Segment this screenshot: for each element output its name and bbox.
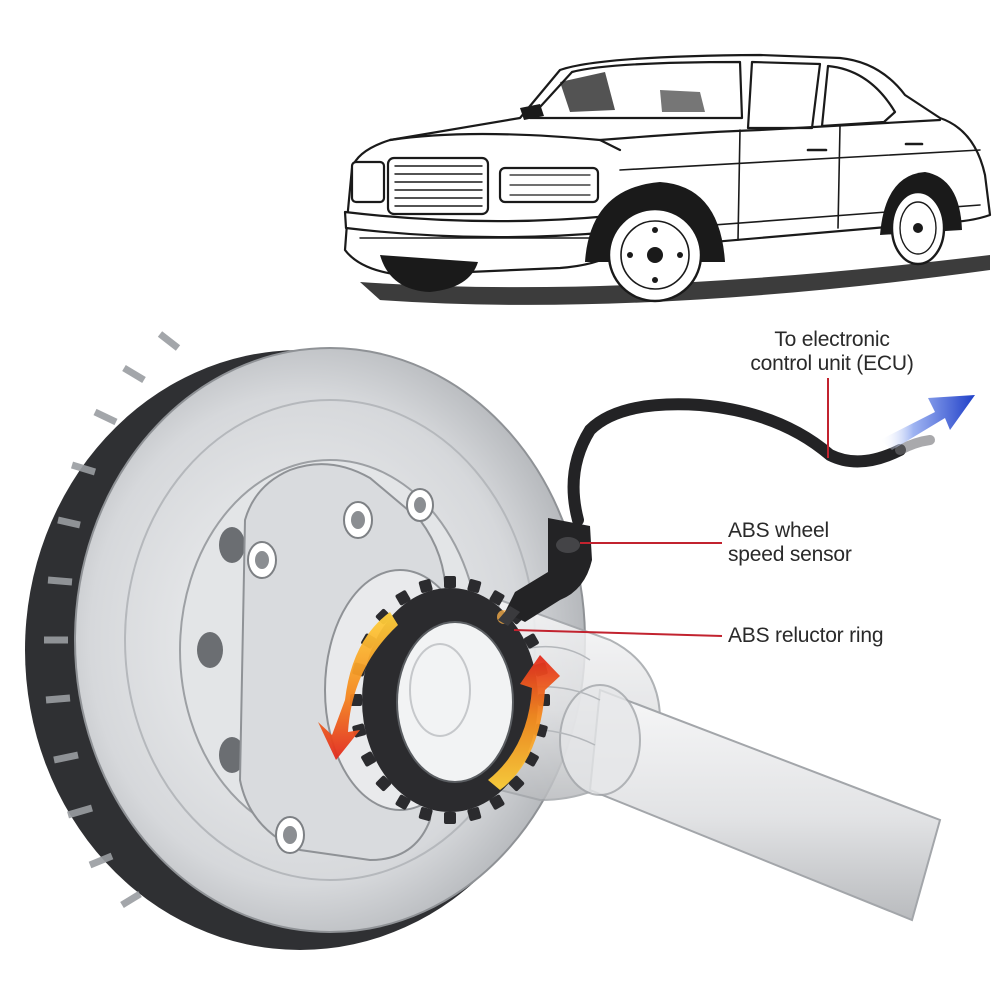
abs-reluctor-ring — [350, 576, 550, 824]
reluctor-tooth — [395, 794, 411, 810]
reluctor-tooth — [418, 807, 433, 821]
direction-arrow-icon — [880, 395, 975, 450]
car-illustration — [343, 53, 992, 305]
label-reluctor-ring: ABS reluctor ring — [728, 624, 884, 648]
reluctor-tooth — [489, 590, 505, 606]
label-ecu-line-2: control unit (ECU) — [750, 352, 914, 375]
label-leader-lines — [513, 378, 829, 637]
reluctor-tooth — [444, 812, 456, 824]
label-sensor-line-1: ABS wheel — [728, 519, 829, 542]
reluctor-tooth — [467, 579, 482, 593]
abs-wheel-speed-sensor — [498, 398, 935, 626]
label-sensor-line-2: speed sensor — [728, 543, 852, 566]
label-ecu: To electronic control unit (ECU) — [744, 328, 920, 376]
reluctor-tooth — [508, 775, 525, 792]
reluctor-tooth — [467, 807, 482, 821]
leader-ring — [513, 629, 723, 637]
reluctor-tooth — [361, 751, 377, 767]
reluctor-tooth — [444, 576, 456, 588]
reluctor-tooth — [418, 579, 433, 593]
label-ring-text: ABS reluctor ring — [728, 624, 884, 647]
reluctor-tooth — [375, 775, 392, 792]
label-sensor: ABS wheel speed sensor — [728, 519, 852, 567]
reluctor-tooth — [523, 633, 539, 649]
label-ecu-line-1: To electronic — [774, 328, 890, 351]
reluctor-tooth — [395, 590, 411, 606]
reluctor-tooth — [489, 794, 505, 810]
